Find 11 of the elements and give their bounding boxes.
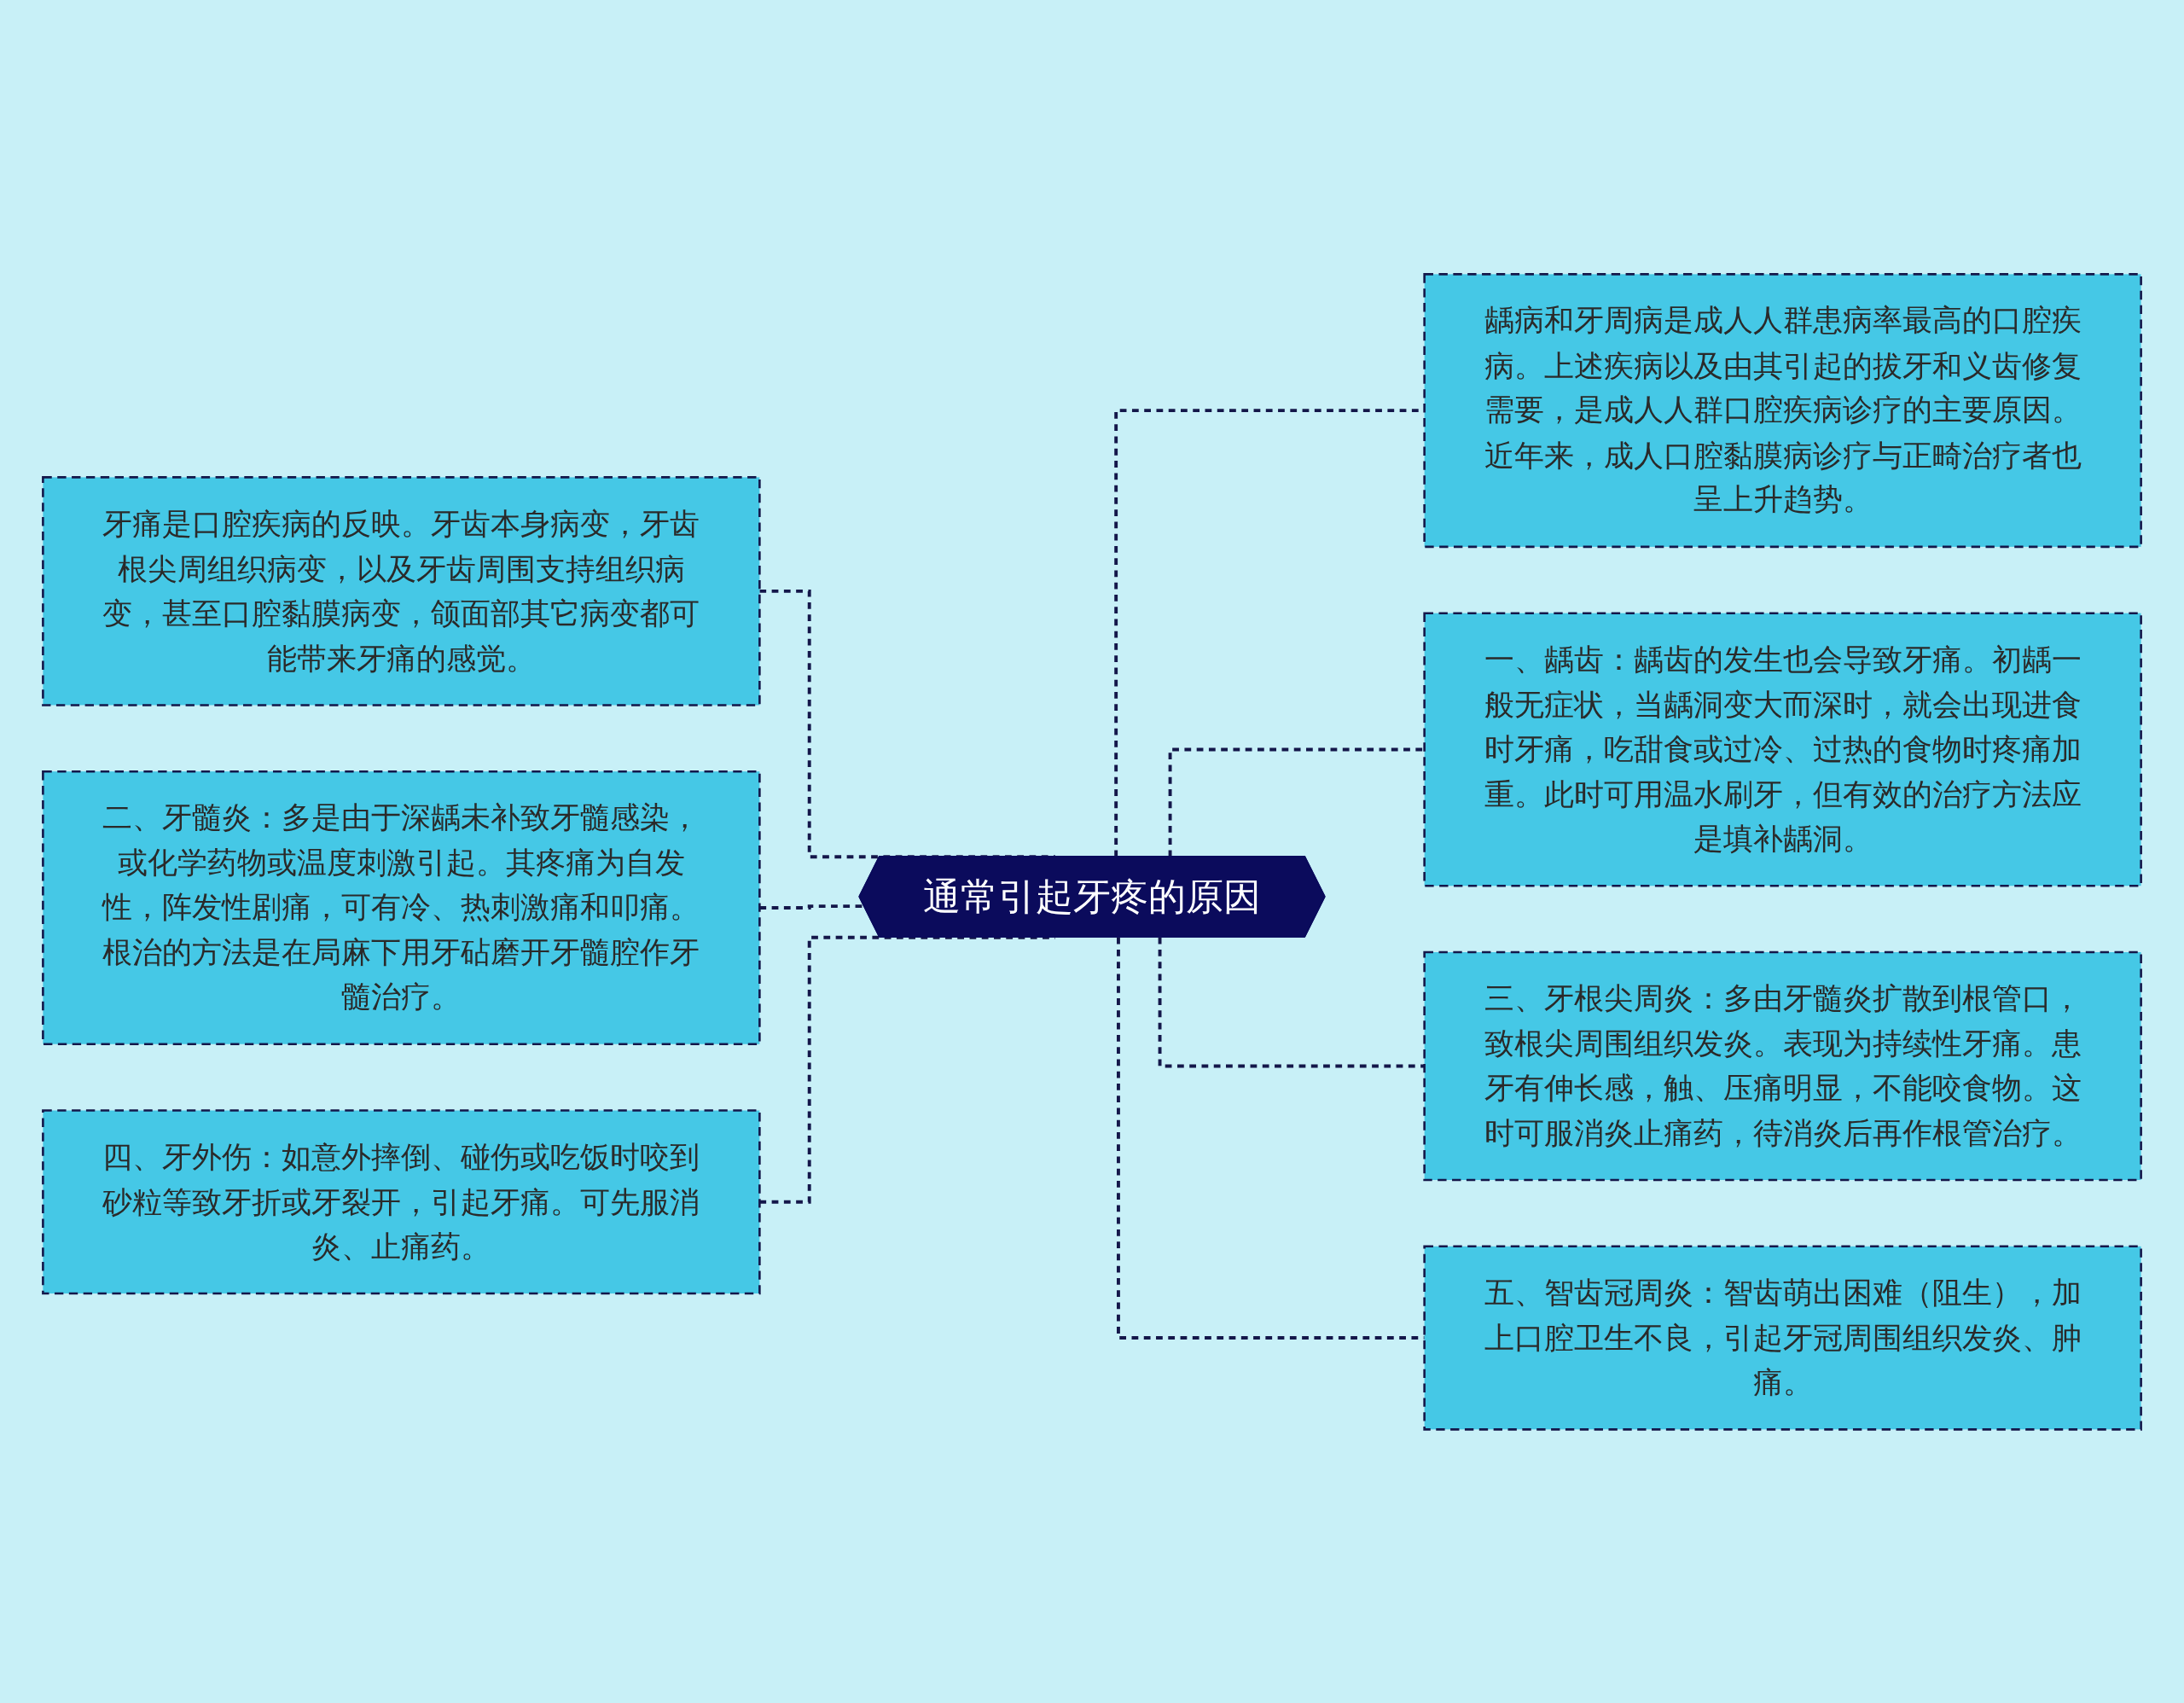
- node-box: 四、牙外伤：如意外摔倒、碰伤或吃饭时咬到砂粒等致牙折或牙裂开，引起牙痛。可先服消炎、止痛药。: [42, 1108, 761, 1294]
- connector: [1158, 937, 1425, 1068]
- node-box: 一、龋齿：龋齿的发生也会导致牙痛。初龋一般无症状，当龋洞变大而深时，就会出现进食时牙痛，吃甜食或过冷、过热的食物时疼痛加重。此时可用温水刷牙，但有效的治疗方法应是填补龋洞。: [1423, 612, 2142, 887]
- connector: [1117, 937, 1425, 1340]
- node-box: 五、智齿冠周炎：智齿萌出困难（阻生），加上口腔卫生不良，引起牙冠周围组织发炎、肿痛。: [1423, 1245, 2142, 1431]
- node-box: 二、牙髓炎：多是由于深龋未补致牙髓感染，或化学药物或温度刺激引起。其疼痛为自发性，阵发性剧痛，可有冷、热刺激痛和叩痛。根治的方法是在局麻下用牙砧磨开牙髓腔作牙髓治疗。: [42, 770, 761, 1045]
- node-box: 龋病和牙周病是成人人群患病率最高的口腔疾病。上述疾病以及由其引起的拔牙和义齿修复需要，是成人人群口腔疾病诊疗的主要原因。近年来，成人口腔黏膜病诊疗与正畸治疗者也呈上升趋势。: [1423, 272, 2142, 548]
- connector: [1114, 408, 1425, 857]
- node-box: 牙痛是口腔疾病的反映。牙齿本身病变，牙齿根尖周组织病变，以及牙齿周围支持组织病变，甚至口腔黏膜病变，颌面部其它病变都可能带来牙痛的感觉。: [42, 475, 761, 706]
- node-box: 三、牙根尖周炎：多由牙髓炎扩散到根管口，致根尖周围组织发炎。表现为持续性牙痛。患牙有伸长感，触、压痛明显，不能咬食物。这时可服消炎止痛药，待消炎后再作根管治疗。: [1423, 950, 2142, 1181]
- connector: [1168, 747, 1425, 857]
